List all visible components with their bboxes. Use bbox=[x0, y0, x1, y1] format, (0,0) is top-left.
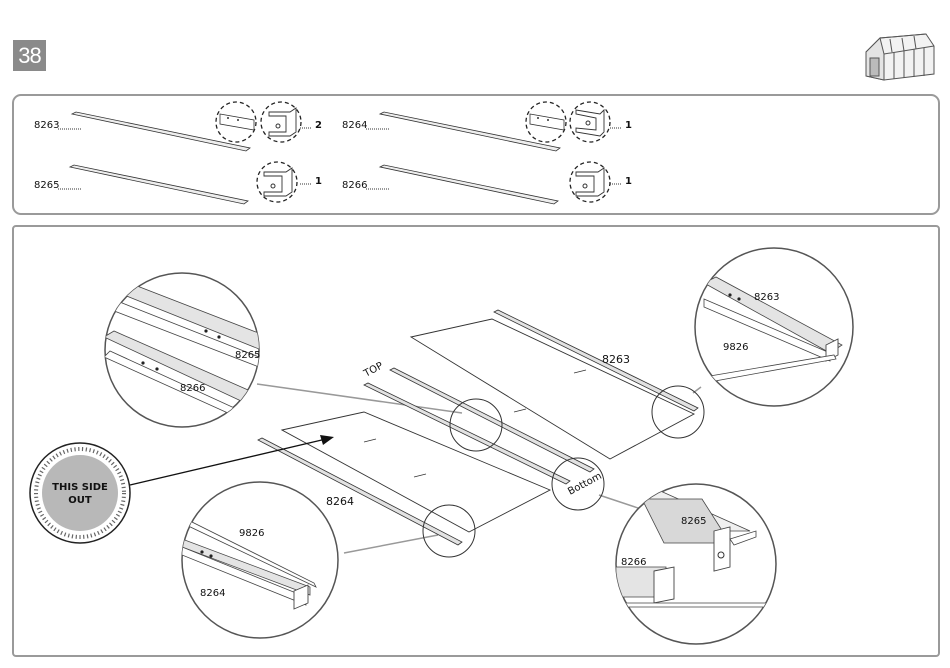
detail-bottom-right: 8265 8266 bbox=[616, 484, 776, 644]
badge-line-2: OUT bbox=[68, 495, 92, 506]
detail-label: 8266 bbox=[180, 383, 205, 394]
joint-circle bbox=[450, 399, 502, 451]
step-number: 38 bbox=[13, 40, 46, 71]
rail-drawing bbox=[70, 165, 248, 204]
detail-label: 8264 bbox=[200, 588, 225, 599]
detail-label: 8266 bbox=[621, 557, 646, 568]
rail-drawing bbox=[380, 165, 558, 204]
bottom-label: Bottom bbox=[566, 471, 604, 498]
detail-label: 8263 bbox=[754, 292, 779, 303]
detail-label: 8265 bbox=[681, 516, 706, 527]
part-qty: 1 bbox=[315, 176, 322, 187]
shed-icon bbox=[862, 30, 938, 84]
part-code: 8263 bbox=[34, 120, 59, 131]
badge-line-1: THIS SIDE bbox=[52, 482, 108, 493]
part-8263: 8263 2 bbox=[34, 102, 322, 151]
part-code: 8264 bbox=[342, 120, 367, 131]
detail-top-left: 8265 8266 bbox=[104, 273, 274, 427]
detail-label: 9826 bbox=[239, 528, 264, 539]
parts-panel: 8263 2 8264 1 8265 bbox=[12, 94, 940, 215]
rail-label-8263: 8263 bbox=[602, 353, 630, 366]
detail-bottom-left: 9826 8264 bbox=[182, 482, 338, 638]
part-code: 8266 bbox=[342, 180, 367, 191]
detail-label: 9826 bbox=[723, 342, 748, 353]
part-qty: 1 bbox=[625, 176, 632, 187]
part-qty: 2 bbox=[315, 120, 322, 131]
part-qty: 1 bbox=[625, 120, 632, 131]
part-8264: 8264 1 bbox=[342, 102, 632, 151]
rail-label-8264: 8264 bbox=[326, 495, 354, 508]
assembly-panel: 8263 8264 TOP Bottom THIS SIDE OUT bbox=[12, 225, 940, 657]
detail-top-right: 8263 9826 bbox=[695, 248, 853, 406]
detail-label: 8265 bbox=[235, 350, 260, 361]
part-8266: 8266 1 bbox=[342, 162, 632, 204]
top-label: TOP bbox=[361, 361, 385, 381]
part-code: 8265 bbox=[34, 180, 59, 191]
this-side-out-badge: THIS SIDE OUT bbox=[30, 443, 130, 543]
part-8265: 8265 1 bbox=[34, 162, 322, 204]
